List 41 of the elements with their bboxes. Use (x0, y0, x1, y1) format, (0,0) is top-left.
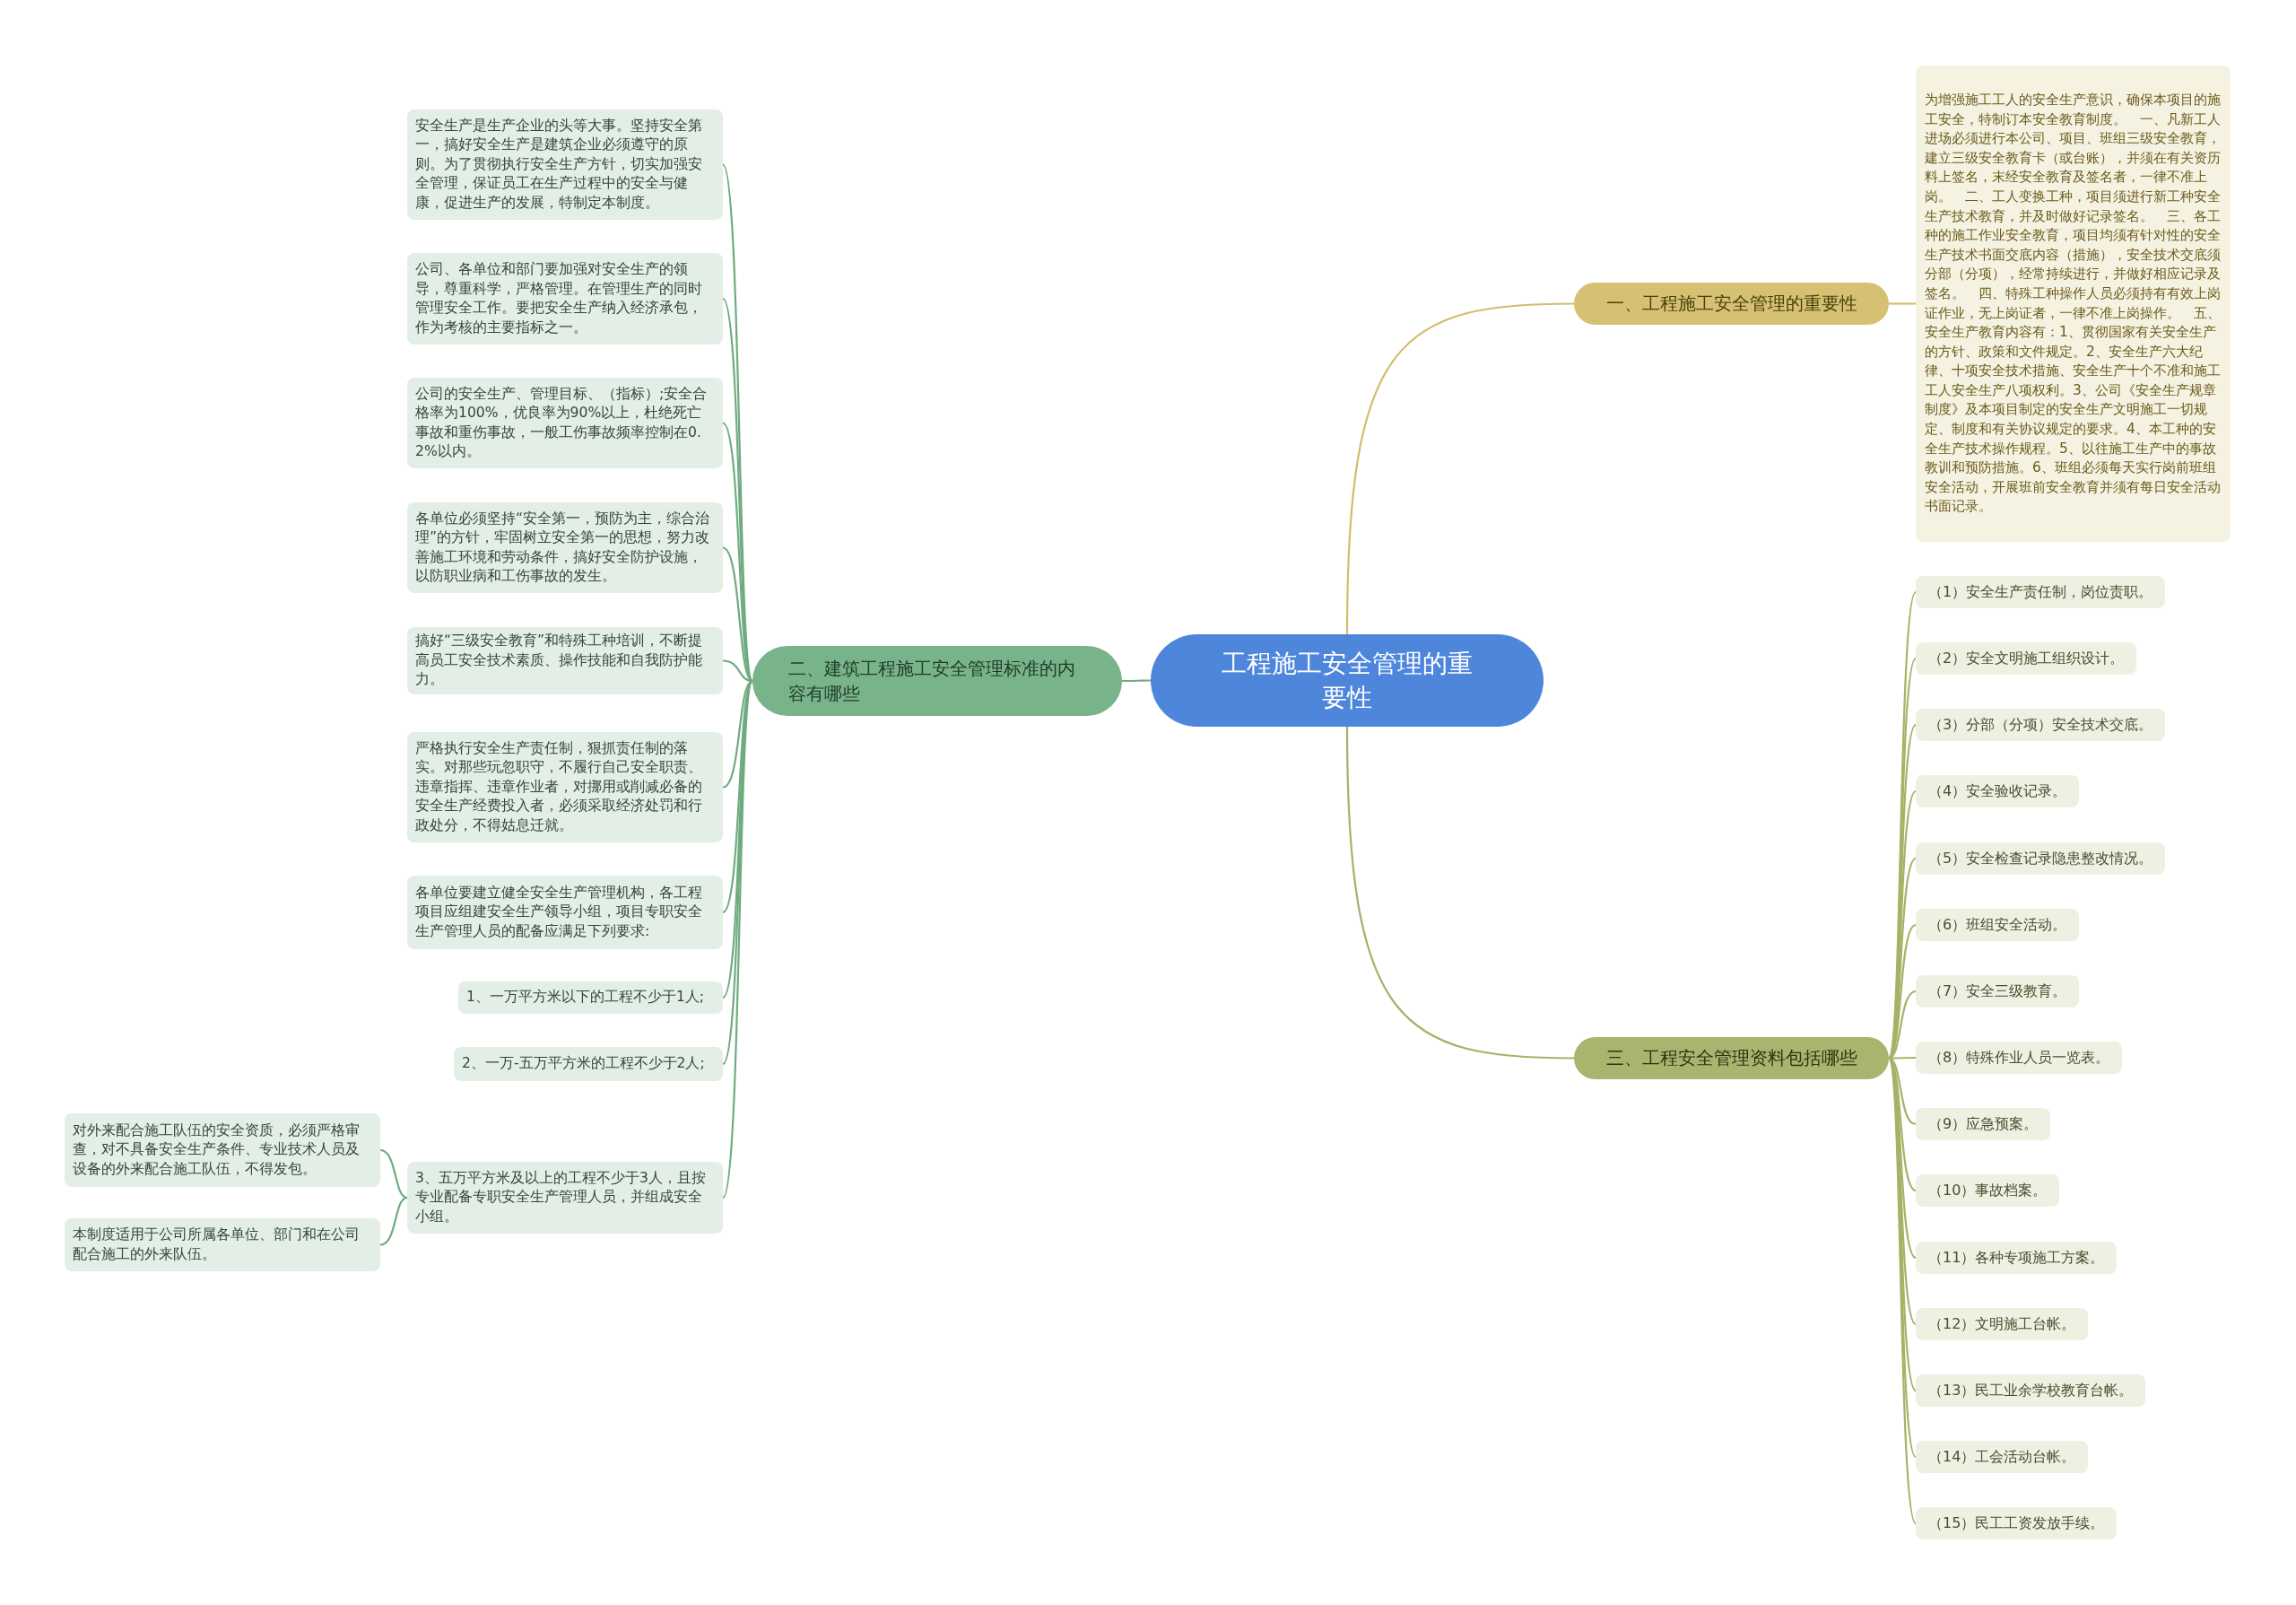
connector-line (1345, 302, 1575, 634)
note-box: 本制度适用于公司所属各单位、部门和在公司配合施工的外来队伍。 (65, 1218, 380, 1271)
branch-topic: 一、工程施工安全管理的重要性 (1574, 283, 1889, 325)
note-box: 各单位必须坚持“安全第一，预防为主，综合治理”的方针，牢固树立安全第一的思想，努力改善施工环境和劳动条件，搞好安全防护设施，以防职业病和工伤事故的发生。 (407, 502, 723, 593)
connector-line (722, 680, 754, 1199)
list-item: （5）安全检查记录隐患整改情况。 (1916, 842, 2166, 875)
note-box: 公司的安全生产、管理目标、（指标）;安全合格率为100%，优良率为90%以上，杜绝死亡事故和重伤事故，一般工伤事故频率控制在0.2%以内。 (407, 378, 723, 468)
note-box: 各单位要建立健全安全生产管理机构，各工程项目应组建安全生产领导小组，项目专职安全生产管理人员的配备应满足下列要求: (407, 876, 723, 949)
list-item: （12）文明施工台帐。 (1916, 1308, 2089, 1340)
note-box: 对外来配合施工队伍的安全资质，必须严格审查，对不具备安全生产条件、专业技术人员及设备的外来配合施工队伍，不得发包。 (65, 1113, 380, 1187)
connector-line (1889, 1056, 1916, 1060)
list-item: （1）安全生产责任制，岗位责职。 (1916, 576, 2166, 608)
list-item: （11）各种专项施工方案。 (1916, 1242, 2118, 1274)
central-topic: 工程施工安全管理的重要性 (1151, 634, 1544, 727)
list-item: （10）事故档案。 (1916, 1174, 2060, 1207)
list-item: （14）工会活动台帐。 (1916, 1441, 2089, 1473)
note-box: 3、五万平方米及以上的工程不少于3人，且按专业配备专职安全生产管理人员，并组成安全小组。 (407, 1162, 723, 1234)
connector-line (722, 298, 753, 682)
note-box: 搞好“三级安全教育”和特殊工种培训，不断提高员工安全技术素质、操作技能和自我防护能力。 (407, 627, 723, 694)
list-item: （9）应急预案。 (1916, 1108, 2051, 1140)
note-box: 为增强施工工人的安全生产意识，确保本项目的施工安全，特制订本安全教育制度。 一、凡新工人进场必须进行本公司、项目、班组三级安全教育，建立三级安全教育卡（或台账），并须在有关资历料上签名，末经安全教育及签名者，一律不准上岗。 二、工人变换工种，项目须进行新工种安全生产技术教育，并及时做好记录签名。 三、各工种的施工作业安全教育，项目均须有针对性的安全生产技术书面交底内容（措施），安全技术交底须分部（分项），经常持续进行，并做好相应记录及签名。 四、特殊工种操作人员必须持有有效上岗证作业，无上岗证者，一律不准上岗操作。 五、安全生产教育内容有：1、贯彻国家有关安全生产的方针、政策和文件规定。2、安全生产六大纪律、十项安全技术措施、安全生产十个不准和施工工人安全生产八项权利。3、公司《安全生产规章制度》及本项目制定的安全生产文明施工一切规定、制度和有关协议规定的要求。4、本工种的安全生产技术操作规程。5、以往施工生产中的事故教训和预防措施。6、班组必须每天实行岗前班组安全活动，开展班前安全教育并须有每日安全活动书面记录。 (1916, 65, 2231, 542)
list-item: （6）班组安全活动。 (1916, 909, 2080, 941)
connector-line (1345, 727, 1575, 1060)
list-item: （4）安全验收记录。 (1916, 775, 2080, 807)
list-item: （8）特殊作业人员一览表。 (1916, 1042, 2123, 1074)
list-item: （7）安全三级教育。 (1916, 975, 2080, 1007)
note-box: 公司、各单位和部门要加强对安全生产的领导，尊重科学，严格管理。在管理生产的同时管理安全工作。要把安全生产纳入经济承包，作为考核的主要指标之一。 (407, 253, 723, 345)
connector-line (379, 1148, 408, 1199)
branch-topic: 二、建筑工程施工安全管理标准的内容有哪些 (752, 646, 1122, 716)
connector-line (1889, 302, 1916, 305)
branch-topic: 三、工程安全管理资料包括哪些 (1574, 1037, 1889, 1079)
note-box: 安全生产是生产企业的头等大事。坚持安全第一，搞好安全生产是建筑企业必须遵守的原则。为了贯彻执行安全生产方针，切实加强安全管理，保证员工在生产过程中的安全与健康，促进生产的发展，特制定本制度。 (407, 109, 723, 220)
note-box: 2、一万-五万平方米的工程不少于2人; (454, 1047, 723, 1081)
list-item: （2）安全文明施工组织设计。 (1916, 642, 2137, 675)
list-item: （13）民工业余学校教育台帐。 (1916, 1374, 2146, 1407)
note-box: 1、一万平方米以下的工程不少于1人; (458, 981, 723, 1014)
connector-line (1122, 679, 1151, 683)
connector-line (379, 1196, 408, 1246)
list-item: （15）民工工资发放手续。 (1916, 1507, 2118, 1540)
list-item: （3）分部（分项）安全技术交底。 (1916, 709, 2166, 741)
note-box: 严格执行安全生产责任制，狠抓责任制的落实。对那些玩忽职守，不履行自己安全职责、违章指挥、违章作业者，对挪用或削减必备的安全生产经费投入者，必须采取经济处罚和行政处分，不得姑息迁就。 (407, 732, 723, 842)
